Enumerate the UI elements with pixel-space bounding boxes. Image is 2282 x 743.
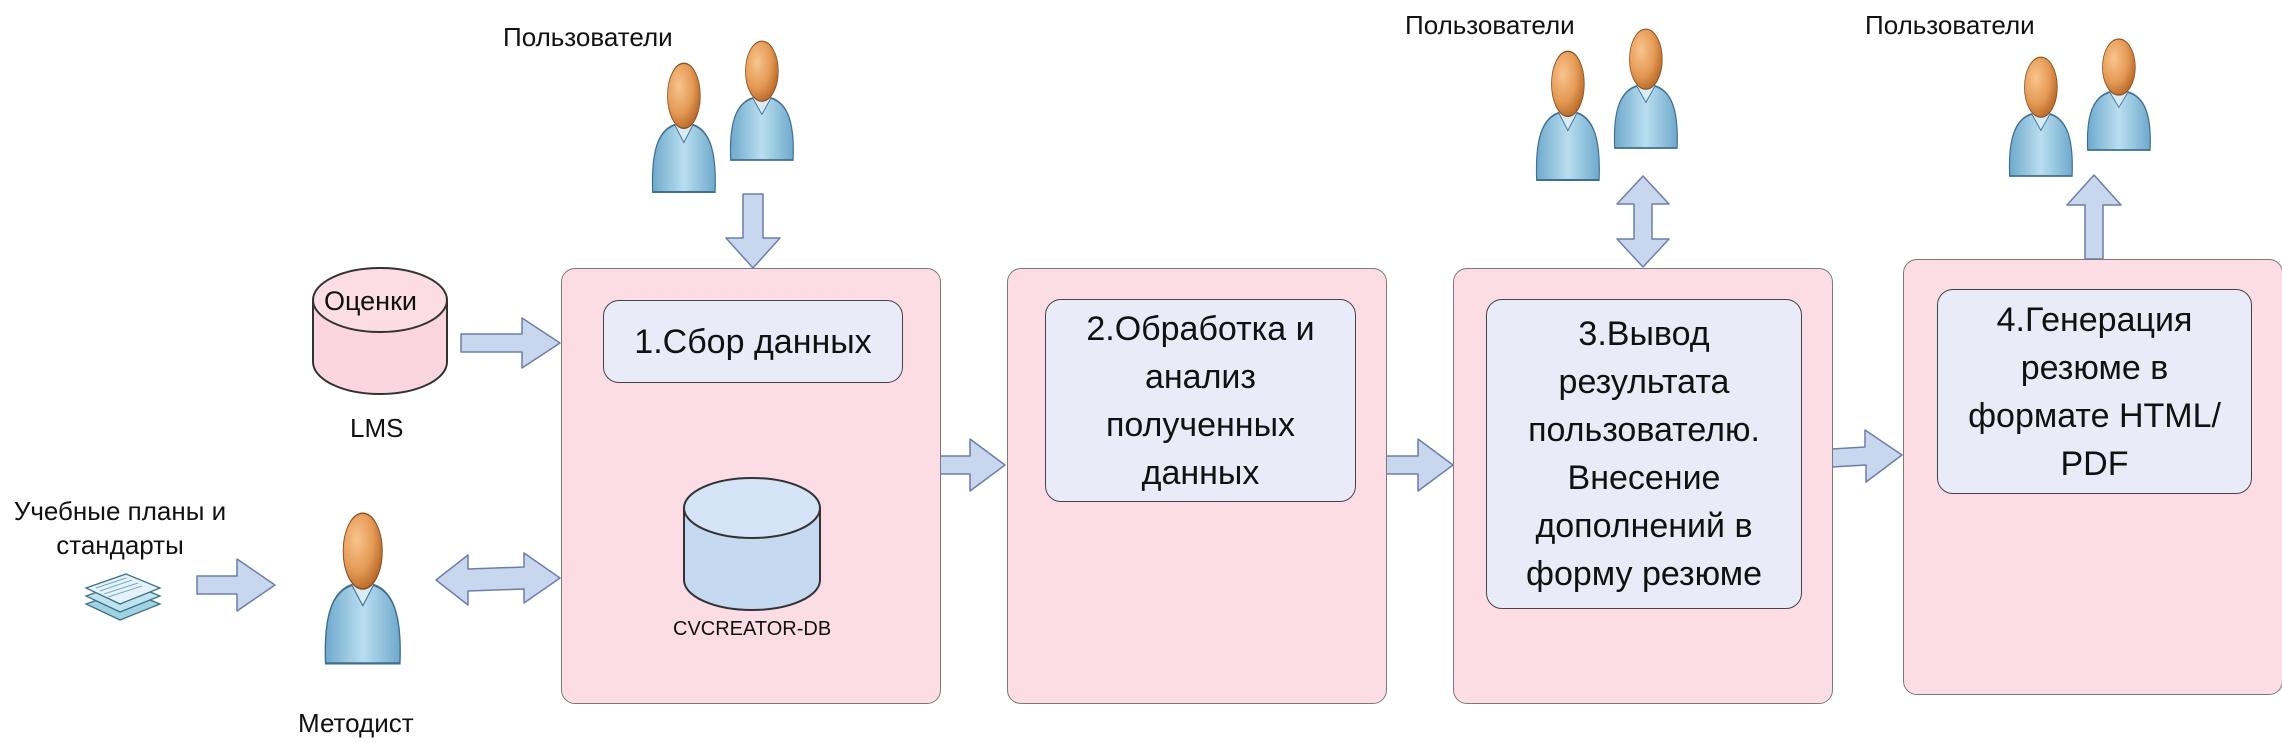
- database-label: CVCREATOR-DB: [673, 618, 832, 640]
- documents-icon: [84, 573, 162, 621]
- database-icon: [683, 477, 821, 611]
- person-icon: [324, 512, 402, 665]
- arrow-output-to-users: [1616, 175, 1670, 268]
- curricula-label: Учебные планы и стандарты: [13, 496, 227, 560]
- grades-label: Оценки: [324, 286, 417, 316]
- lms-caption: LMS: [350, 413, 404, 443]
- users-icon: [2008, 38, 2152, 177]
- step-generate: 4.Генерация резюме в формате HTML/ PDF: [1937, 289, 2252, 494]
- arrow-methodist-to-collect: [435, 552, 561, 606]
- arrow-grades-to-collect: [460, 317, 561, 369]
- methodist-label: Методист: [298, 708, 414, 738]
- arrow-analysis-to-output: [1385, 438, 1454, 492]
- step-output: 3.Вывод результата пользователю. Внесени…: [1486, 299, 1802, 609]
- arrow-curricula-to-methodist: [196, 558, 276, 612]
- users-label-2: Пользователи: [1405, 10, 1575, 40]
- arrow-users-to-collect: [725, 193, 781, 269]
- arrow-output-to-generate: [1831, 429, 1903, 483]
- users-icon: [1535, 28, 1679, 181]
- arrow-generate-to-users: [2066, 174, 2122, 260]
- step-analysis: 2.Обработка и анализ полученных данных: [1045, 299, 1356, 502]
- users-icon: [651, 40, 795, 193]
- users-label-3: Пользователи: [1865, 10, 2035, 40]
- users-label-1: Пользователи: [503, 22, 673, 52]
- grades-database-icon: [312, 267, 448, 395]
- step-collect: 1.Сбор данных: [603, 300, 903, 383]
- arrow-collect-to-analysis: [939, 438, 1006, 492]
